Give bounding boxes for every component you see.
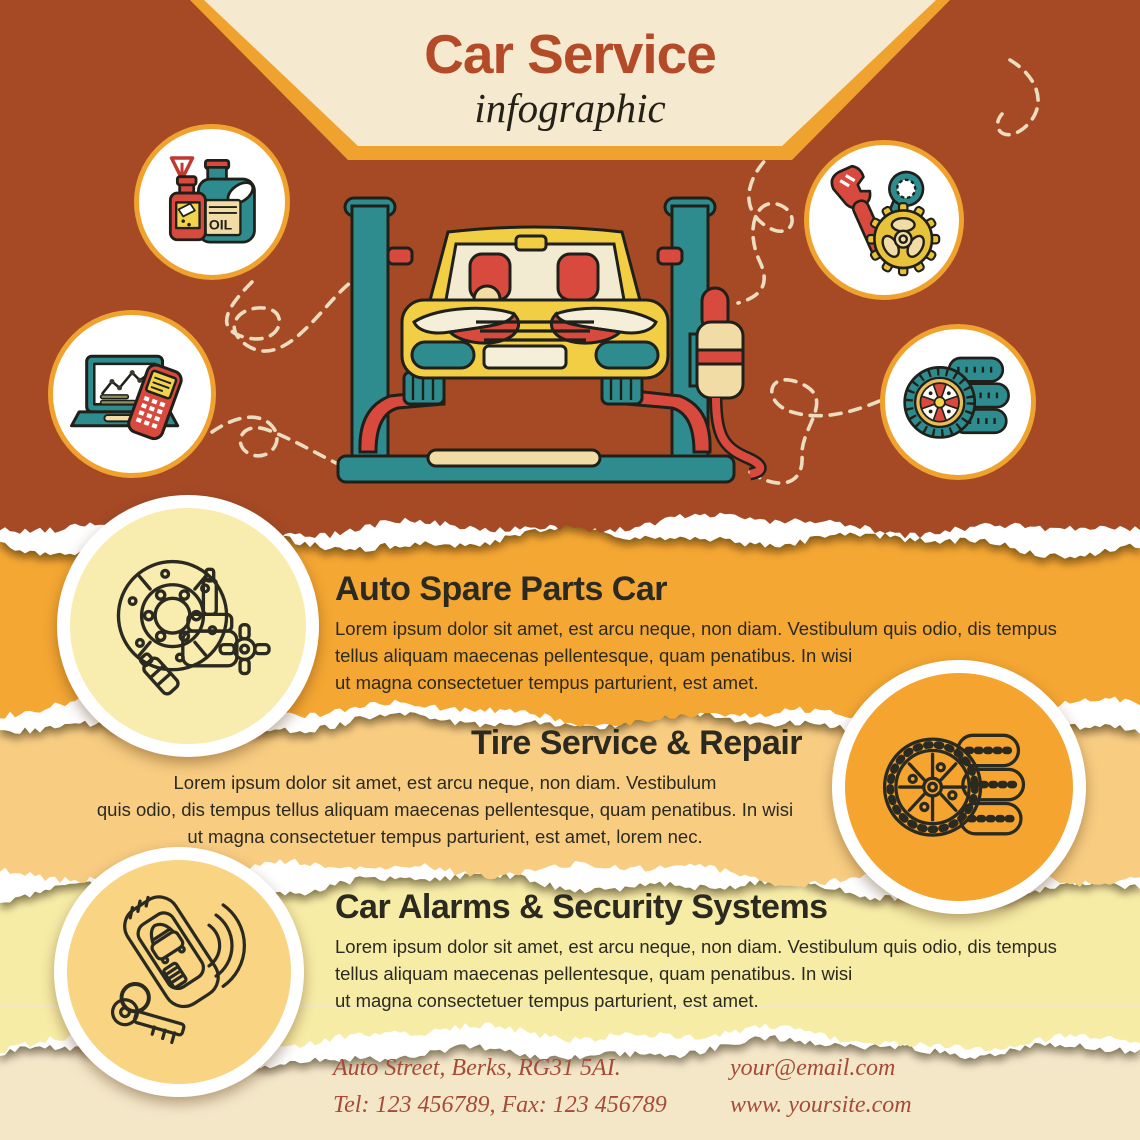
section-heading: Auto Spare Parts Car — [335, 570, 668, 608]
page-title: Car Service — [424, 23, 717, 85]
car-alarm-circle — [54, 847, 304, 1097]
section-body: Lorem ipsum dolor sit amet, est arcu neq… — [335, 936, 1057, 1011]
dashed-swirl — [210, 58, 1040, 485]
car-key-icon — [111, 895, 247, 1045]
rearview-mirror — [514, 234, 548, 252]
section-heading: Tire Service & Repair — [471, 724, 802, 762]
repair-tools-icon — [830, 164, 941, 277]
side-mirror — [656, 246, 684, 266]
side-mirror — [386, 246, 414, 266]
footer-address: Auto Street, Berks, RG31 5AI. — [333, 1055, 621, 1081]
section-tire-service: Tire Service & Repair Lorem ipsum dolor … — [80, 724, 810, 850]
top-banner — [190, 0, 950, 160]
oil-products-icon: OIL — [168, 155, 256, 244]
section-body: Lorem ipsum dolor sit amet, est arcu neq… — [335, 618, 1057, 693]
wheels-tires-circle — [880, 324, 1036, 480]
car-seat — [556, 252, 600, 302]
brake-disc-circle — [57, 495, 319, 757]
repair-tools-circle — [804, 140, 964, 300]
hero-illustration — [210, 58, 1040, 485]
footer-contact-left: Auto Street, Berks, RG31 5AI. Tel: 123 4… — [333, 1050, 667, 1124]
brake-disc-icon — [116, 559, 271, 696]
section-auto-spare-parts: Auto Spare Parts Car Lorem ipsum dolor s… — [335, 570, 1110, 696]
wheels-tires-icon — [902, 356, 1010, 439]
fuel-pump — [688, 286, 767, 481]
section-body: Lorem ipsum dolor sit amet, est arcu neq… — [96, 772, 794, 847]
footer-website: www. yoursite.com — [730, 1092, 912, 1118]
page-subtitle: infographic — [474, 85, 666, 131]
footer-phones: Tel: 123 456789, Fax: 123 456789 — [333, 1092, 667, 1118]
diagnostics-circle — [48, 310, 216, 478]
car-illustration — [386, 225, 684, 406]
tire-icon — [882, 733, 1026, 837]
car-grille — [476, 320, 594, 342]
signal-waves-icon — [207, 903, 247, 989]
svg-text:OIL: OIL — [208, 216, 232, 232]
section-car-alarms: Car Alarms & Security Systems Lorem ipsu… — [335, 888, 1110, 1014]
tire-service-circle — [832, 660, 1086, 914]
license-plate — [482, 344, 568, 370]
diagnostics-icon — [69, 354, 183, 440]
pump-hose — [712, 397, 765, 478]
footer-email: your@email.com — [730, 1055, 896, 1081]
gear-icon — [866, 202, 941, 277]
bumper-intake — [410, 340, 476, 370]
diagnostic-handheld — [126, 363, 183, 440]
bumper-intake — [594, 340, 660, 370]
oil-products-circle: OIL — [134, 124, 290, 280]
footer-contact-right: your@email.com www. yoursite.com — [730, 1050, 912, 1124]
section-heading: Car Alarms & Security Systems — [335, 888, 828, 926]
